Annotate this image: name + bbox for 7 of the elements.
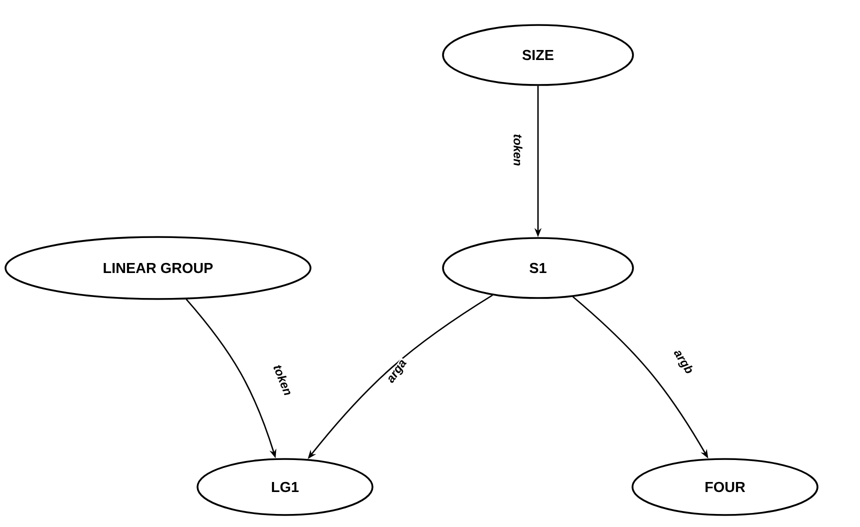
ellipse-node: LINEAR GROUP bbox=[4, 236, 312, 300]
ellipse-node: FOUR bbox=[632, 458, 818, 516]
ellipse-node: LG1 bbox=[196, 458, 374, 516]
edge-label: token bbox=[512, 133, 524, 167]
ellipse-node: SIZE bbox=[442, 24, 634, 86]
ellipse-node: S1 bbox=[442, 237, 634, 299]
edge-label: token bbox=[272, 362, 294, 398]
